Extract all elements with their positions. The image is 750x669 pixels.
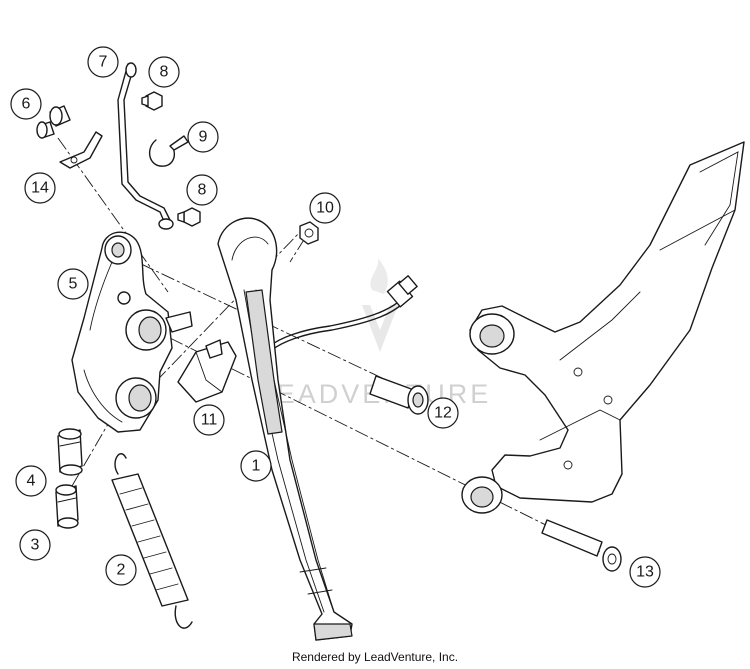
sensor-cable <box>269 275 418 351</box>
svg-text:12: 12 <box>434 405 452 422</box>
svg-text:11: 11 <box>201 412 218 429</box>
part-10-nut <box>299 221 319 245</box>
callout-part-10: 10 <box>309 192 341 224</box>
svg-text:6: 6 <box>22 96 31 113</box>
part-4-stop-pin <box>57 428 83 476</box>
callout-part-3: 3 <box>19 529 51 561</box>
svg-text:8: 8 <box>198 182 207 199</box>
svg-text:3: 3 <box>31 537 40 554</box>
part-1-side-stand <box>217 217 353 641</box>
svg-text:9: 9 <box>199 129 208 146</box>
callout-part-5: 5 <box>57 268 89 300</box>
svg-text:7: 7 <box>99 54 108 71</box>
part-9-cable-tie <box>149 135 189 167</box>
callout-part-8-bottom: 8 <box>186 174 218 206</box>
part-3-stop-pin <box>55 484 79 529</box>
svg-text:1: 1 <box>252 458 261 475</box>
footrest-bracket <box>461 141 745 514</box>
part-6-rivets <box>36 105 71 139</box>
callout-part-12: 12 <box>427 397 459 429</box>
svg-text:4: 4 <box>27 473 36 490</box>
watermark-logo <box>362 258 398 352</box>
part-11-switch <box>177 339 237 403</box>
callout-part-11: 11 <box>193 404 225 436</box>
svg-text:10: 10 <box>316 200 334 217</box>
svg-text:13: 13 <box>636 564 654 581</box>
part-13-bolt <box>541 519 622 572</box>
part-14-small-bracket <box>59 131 103 169</box>
callout-part-7: 7 <box>87 46 119 78</box>
svg-text:5: 5 <box>69 276 78 293</box>
render-credit: Rendered by LeadVenture, Inc. <box>291 650 459 664</box>
callout-part-6: 6 <box>10 88 42 120</box>
callout-part-8-top: 8 <box>148 56 180 88</box>
callout-part-2: 2 <box>105 554 137 586</box>
part-8-screw-top <box>141 91 163 111</box>
callout-part-1: 1 <box>240 450 272 482</box>
callout-part-14: 14 <box>24 172 56 204</box>
svg-text:2: 2 <box>117 562 126 579</box>
svg-text:8: 8 <box>160 64 169 81</box>
part-7-wire-bracket <box>117 62 174 230</box>
callout-part-13: 13 <box>629 556 661 588</box>
part-12-sleeve <box>369 375 429 415</box>
part-2-spring <box>111 453 193 629</box>
callout-part-4: 4 <box>15 465 47 497</box>
part-8-screw-bottom <box>177 207 201 227</box>
part-5-pivot-bracket <box>71 231 193 433</box>
callout-part-9: 9 <box>187 121 219 153</box>
svg-text:14: 14 <box>31 180 49 197</box>
